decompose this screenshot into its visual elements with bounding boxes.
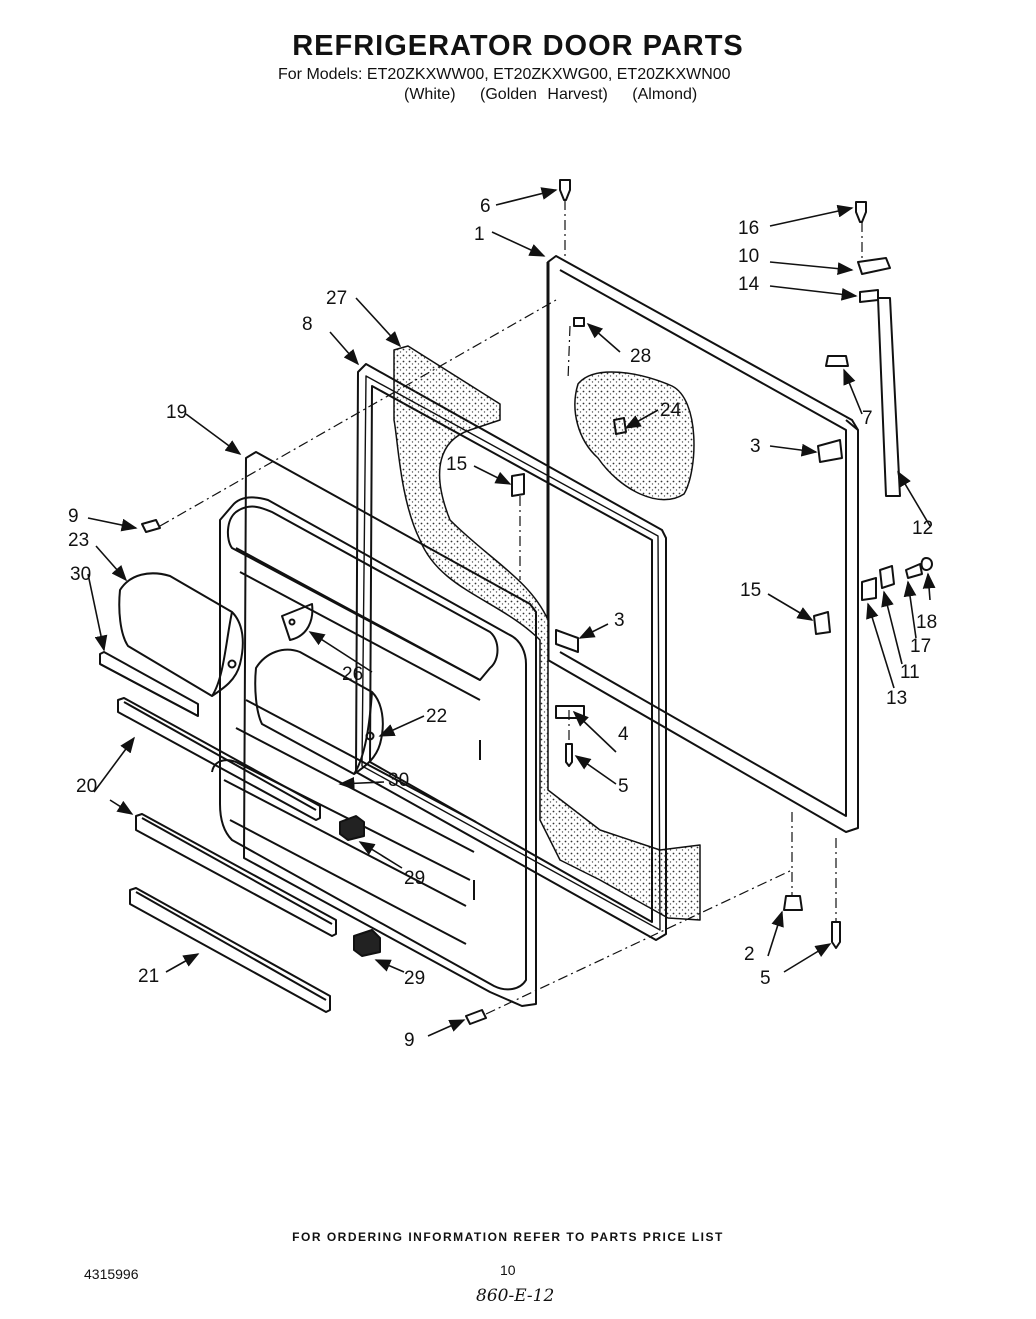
callout-14: 14: [738, 274, 760, 295]
handle-12: [877, 297, 901, 497]
callout-29: 29: [404, 968, 425, 989]
shim-14: [859, 289, 879, 303]
callout-28: 28: [630, 346, 651, 367]
hinge-pin-6: [559, 179, 571, 201]
color-variants: (White) (Golden Harvest) (Almond): [404, 86, 711, 104]
block-24: [613, 417, 627, 435]
callout-17: 17: [910, 636, 931, 657]
plate-4: [555, 705, 585, 719]
screw-9-left: [141, 519, 161, 533]
door-gasket: [355, 363, 667, 941]
callout-21: 21: [138, 966, 159, 987]
bushing-2: [783, 895, 803, 911]
callout-2: 2: [744, 944, 755, 965]
page-title: REFRIGERATOR DOOR PARTS: [292, 30, 744, 62]
callout-13: 13: [886, 688, 907, 709]
callout-29: 29: [404, 868, 425, 889]
callout-9: 9: [68, 506, 79, 527]
models-line: For Models: ET20ZKXWW00, ET20ZKXWG00, ET…: [278, 66, 731, 83]
bin-23: [118, 572, 244, 697]
callout-22: 22: [426, 706, 447, 727]
rail-30-left: [99, 651, 199, 717]
door-stop-13: [861, 577, 877, 601]
callout-30: 30: [70, 564, 91, 585]
ordering-note: FOR ORDERING INFORMATION REFER TO PARTS …: [292, 1230, 724, 1244]
bracket-15-lower: [813, 611, 831, 635]
callout-16: 16: [738, 218, 759, 239]
shelf-clip-26: [281, 603, 314, 641]
callout-11: 11: [900, 662, 920, 683]
part-number: 4315996: [84, 1266, 139, 1282]
cam-11: [879, 565, 895, 589]
top-hinge-screw-16: [855, 201, 867, 223]
stop-29-upper: [339, 815, 365, 841]
callout-27: 27: [326, 288, 347, 309]
callout-3: 3: [750, 436, 761, 457]
callout-12: 12: [912, 518, 933, 539]
page-number: 10: [500, 1262, 516, 1278]
inner-door-liner: [211, 451, 537, 1007]
callout-9: 9: [404, 1030, 415, 1051]
insulation-patch: [574, 371, 695, 501]
callout-8: 8: [302, 314, 313, 335]
leader-arrows: [87, 187, 936, 1037]
washer-18: [920, 557, 933, 571]
bracket-15-upper: [511, 473, 525, 497]
rail-21: [129, 887, 331, 1013]
callout-7: 7: [862, 408, 873, 429]
bracket-3-upper: [817, 439, 843, 463]
callout-4: 4: [618, 724, 629, 745]
screw-17: [905, 563, 923, 579]
bracket-3-lower: [555, 629, 579, 653]
color-almond: (Almond): [632, 86, 698, 103]
callout-5: 5: [618, 776, 629, 797]
rail-20-lower: [135, 813, 337, 937]
callout-19: 19: [166, 402, 187, 423]
callout-18: 18: [916, 612, 937, 633]
insulation-strip: [393, 345, 701, 921]
color-golden-harvest: (Golden Harvest): [480, 86, 608, 103]
screw-5-lower: [831, 921, 841, 949]
callout-labels: 1 2 3 3 4 5 5 6 7 8 9 9 10 11 12 13 14 1…: [68, 196, 937, 1051]
callout-24: 24: [660, 400, 682, 421]
alignment-lines: [159, 200, 863, 1015]
callout-15: 15: [740, 580, 761, 601]
rail-20-upper: [117, 697, 321, 821]
callout-6: 6: [480, 196, 491, 217]
callout-10: 10: [738, 246, 759, 267]
bushing-28: [573, 317, 585, 327]
color-white: (White): [404, 86, 456, 103]
hinge-10: [857, 257, 891, 275]
callout-26: 26: [342, 664, 363, 685]
callout-23: 23: [68, 530, 89, 551]
callout-30: 30: [388, 770, 409, 791]
handwritten-note: 860-E-12: [476, 1286, 555, 1306]
outer-door-panel: [546, 255, 859, 833]
cap-7: [825, 355, 849, 367]
screw-5-upper: [565, 743, 573, 767]
screw-9-bottom: [465, 1009, 487, 1025]
stop-29-lower: [353, 929, 381, 957]
callout-1: 1: [474, 224, 485, 245]
callout-3: 3: [614, 610, 625, 631]
callout-20: 20: [76, 776, 97, 797]
callout-15: 15: [446, 454, 467, 475]
callout-5: 5: [760, 968, 771, 989]
bin-22: [254, 648, 384, 775]
